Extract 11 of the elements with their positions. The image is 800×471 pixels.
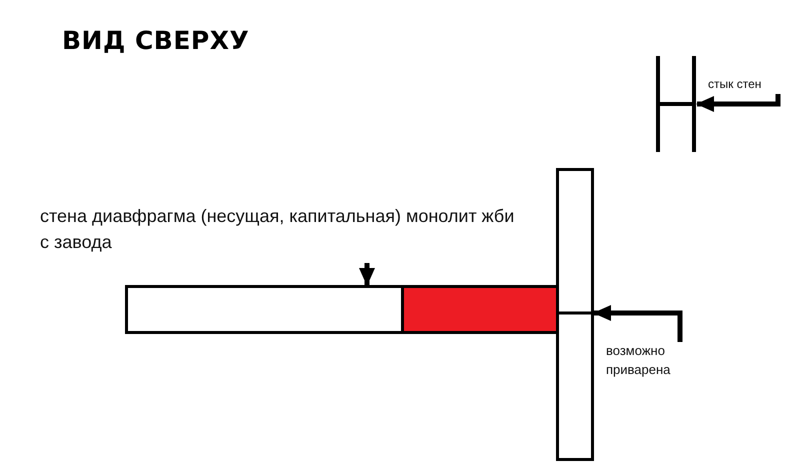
title: ВИД СВЕРХУ [62, 26, 250, 55]
arrow [359, 263, 375, 286]
wall-bar [125, 285, 404, 334]
annotation-text: возможно приварена [606, 342, 672, 379]
wall-bar [401, 285, 559, 334]
annotation-text: стена диавфрагма (несущая, капитальная) монолит жби с завода [40, 205, 516, 254]
arrow [593, 305, 682, 342]
wall-joint-drawing [655, 56, 697, 152]
cross-wall-bar [556, 168, 594, 461]
arrow [696, 94, 780, 112]
annotation-text: стык стен [708, 76, 762, 93]
